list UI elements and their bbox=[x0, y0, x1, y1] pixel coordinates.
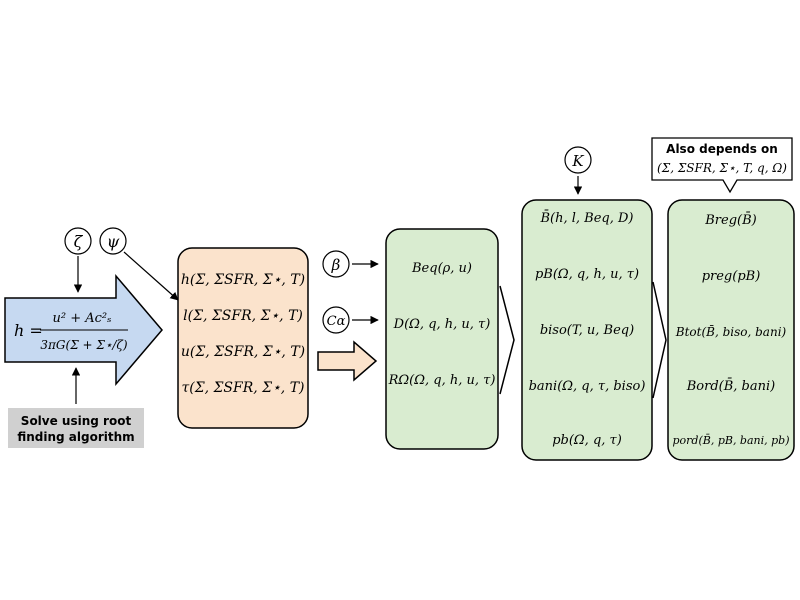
green1-item-romega: RΩ(Ω, q, h, u, τ) bbox=[388, 373, 496, 388]
green2-item-bani: bani(Ω, q, τ, biso) bbox=[529, 379, 646, 394]
green2-item-biso: biso(T, u, Beq) bbox=[540, 323, 634, 338]
height-formula-lhs: h = bbox=[14, 321, 43, 340]
psi-to-orange-arrow bbox=[123, 251, 179, 301]
k-param-circle bbox=[564, 146, 592, 174]
green3-item-bord: Bord(B̄, bani) bbox=[686, 378, 775, 394]
green1-item-d: D(Ω, q, h, u, τ) bbox=[393, 317, 491, 332]
green1-to-green2-chevron bbox=[499, 285, 515, 395]
root-finding-line2: finding algorithm bbox=[17, 430, 134, 444]
orange-item-u: u(Σ, ΣSFR, Σ⋆, T) bbox=[181, 344, 305, 360]
height-formula-denominator: 3πG(Σ + Σ⋆/ζ) bbox=[40, 338, 128, 352]
psi-param-circle bbox=[99, 227, 127, 255]
also-depends-callout bbox=[651, 137, 793, 194]
k-param-label: K bbox=[571, 152, 584, 170]
green2-item-bbar: B̄(h, l, Beq, D) bbox=[539, 210, 633, 226]
green3-item-btot: Btot(B̄, biso, bani) bbox=[675, 324, 787, 339]
beta-param-circle bbox=[322, 250, 350, 278]
callout-value: (Σ, ΣSFR, Σ⋆, T, q, Ω) bbox=[657, 161, 787, 175]
psi-param-label: ψ bbox=[107, 232, 120, 251]
green2-item-pb-upper: pB(Ω, q, h, u, τ) bbox=[535, 267, 639, 282]
root-finding-label-box bbox=[8, 408, 144, 448]
calpha-param-label: Cα bbox=[327, 314, 346, 329]
orange-item-tau: τ(Σ, ΣSFR, Σ⋆, T) bbox=[181, 380, 304, 396]
green2-to-green3-chevron bbox=[652, 281, 667, 399]
zeta-param-label: ζ bbox=[74, 232, 84, 251]
orange-box bbox=[177, 247, 309, 429]
callout-title: Also depends on bbox=[666, 142, 778, 156]
beta-param-label: β bbox=[331, 256, 341, 274]
green-box-2 bbox=[521, 199, 653, 461]
green-box-3 bbox=[667, 199, 795, 461]
calpha-param-circle bbox=[322, 306, 350, 334]
height-formula-numerator: u² + Ac²ₛ bbox=[52, 311, 111, 326]
zeta-param-circle bbox=[64, 227, 92, 255]
green3-item-breg: Breg(B̄) bbox=[704, 212, 756, 228]
orange-item-h: h(Σ, ΣSFR, Σ⋆, T) bbox=[181, 272, 305, 288]
green3-item-pord: pord(B̄, pB, bani, pb) bbox=[672, 434, 789, 447]
orange-item-l: l(Σ, ΣSFR, Σ⋆, T) bbox=[183, 308, 303, 324]
green-box-1 bbox=[385, 228, 499, 450]
green2-item-pb-lower: pb(Ω, q, τ) bbox=[552, 433, 622, 448]
green3-item-preg: preg(pB) bbox=[702, 269, 761, 284]
green1-item-beq: Beq(ρ, u) bbox=[411, 261, 472, 276]
root-finding-line1: Solve using root bbox=[21, 414, 132, 428]
orange-to-green1-arrow bbox=[317, 340, 378, 382]
